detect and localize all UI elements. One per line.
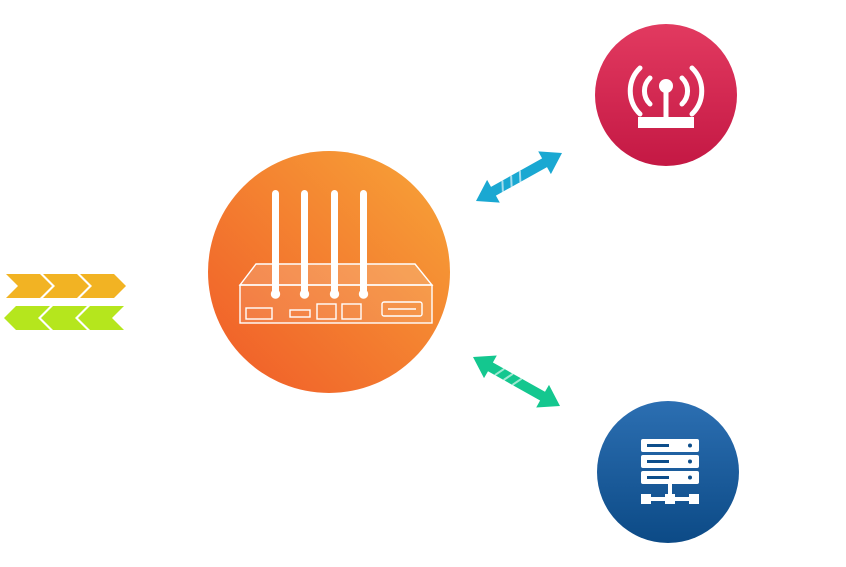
chevron-right-icon <box>43 274 89 298</box>
server-node <box>597 401 739 543</box>
chevron-left-icon <box>41 306 87 330</box>
chevron-right-icon <box>6 274 52 298</box>
arrow-stripe <box>501 180 504 192</box>
chevron-left-icon <box>4 306 50 330</box>
arrow-stripe <box>494 368 505 376</box>
wireless-node <box>595 24 737 166</box>
router-node <box>208 151 450 393</box>
arrow-stripe <box>511 377 523 386</box>
outgoing-chevrons <box>4 306 124 330</box>
arrow-stripe <box>518 170 522 183</box>
incoming-chevrons <box>6 274 126 298</box>
arrow-stripe <box>510 175 513 187</box>
chevron-right-icon <box>80 274 126 298</box>
chevron-left-icon <box>78 306 124 330</box>
double-arrow-icon <box>476 151 562 203</box>
wireless-tower-icon <box>627 65 705 128</box>
server-rack-icon <box>641 439 699 504</box>
links <box>473 151 562 408</box>
industrial-router-icon <box>238 190 434 324</box>
arrow-stripe <box>503 372 514 381</box>
